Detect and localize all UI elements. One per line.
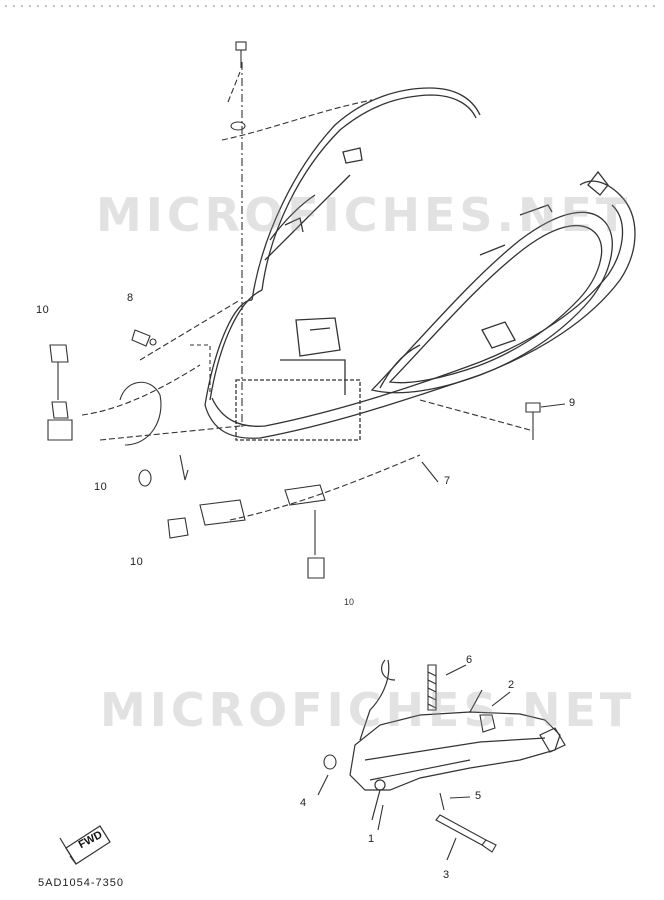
callout-6: 6 [466, 654, 473, 666]
callout-2: 2 [508, 679, 515, 691]
grommet-10-left [47, 344, 73, 441]
callout-10-lower: 10 [130, 556, 144, 568]
watermark-upper: MICROFICHES.NET [96, 188, 632, 242]
figure-number: 10 [344, 597, 355, 607]
washer-4 [317, 754, 337, 796]
callout-8: 8 [127, 292, 134, 304]
nut-2 [479, 691, 511, 733]
callout-5: 5 [475, 790, 482, 802]
bolt-top [230, 41, 247, 131]
callout-10-left: 10 [36, 304, 50, 316]
callout-4: 4 [300, 797, 307, 809]
fwd-arrow-box [59, 825, 111, 865]
main-cover [204, 87, 636, 441]
callout-9: 9 [569, 397, 576, 409]
screw-8 [131, 329, 157, 347]
callout-10-mid: 10 [94, 481, 108, 493]
spring-6 [427, 664, 467, 711]
grommet-10-lower [167, 484, 326, 579]
callout-1: 1 [368, 833, 375, 845]
bracket-assembly [349, 659, 566, 821]
bolt-9 [525, 402, 566, 440]
bolt-3 [435, 814, 497, 861]
callout-3: 3 [443, 869, 450, 881]
pin-5 [439, 792, 471, 811]
watermark-lower: MICROFICHES.NET [100, 683, 636, 737]
callout-7: 7 [444, 475, 451, 487]
drawing-code: 5AD1054-7350 [38, 877, 125, 889]
